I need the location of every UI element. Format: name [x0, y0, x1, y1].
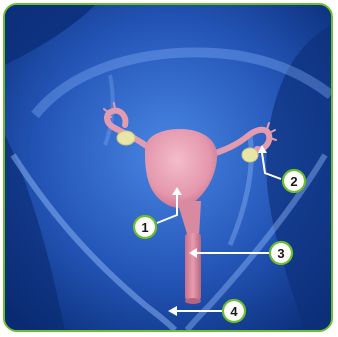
callout-4-label: 4 — [230, 304, 238, 319]
vaginal-canal — [185, 233, 201, 301]
anatomy-illustration: 1 2 3 4 — [5, 5, 331, 330]
callout-3[interactable]: 3 — [270, 242, 292, 264]
callout-1-label: 1 — [141, 220, 148, 235]
callout-2-label: 2 — [290, 174, 297, 189]
callout-1[interactable]: 1 — [134, 216, 156, 238]
left-ovary — [117, 131, 135, 145]
illustration-frame: 1 2 3 4 — [3, 3, 333, 332]
callout-2[interactable]: 2 — [283, 170, 305, 192]
callout-4[interactable]: 4 — [223, 300, 245, 322]
callout-3-label: 3 — [277, 246, 284, 261]
right-ovary — [242, 148, 258, 162]
vaginal-opening — [185, 298, 201, 304]
